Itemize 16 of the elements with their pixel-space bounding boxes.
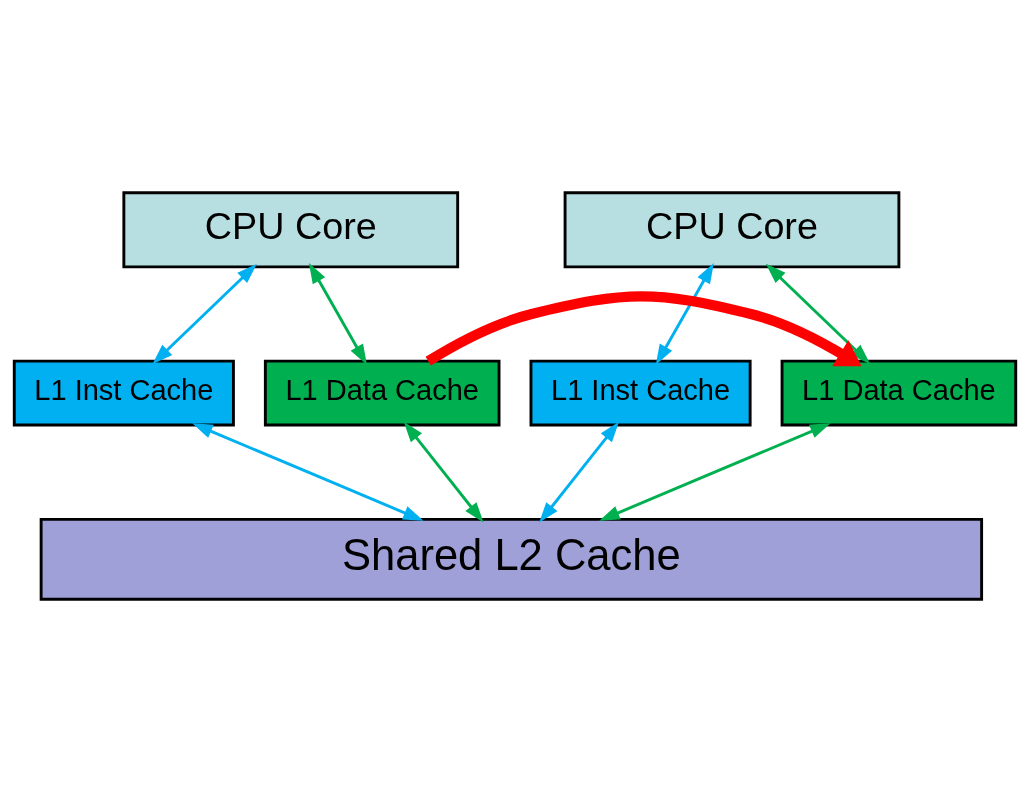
- arrow: [152, 263, 257, 365]
- arrow: [765, 263, 871, 365]
- node-box: CPU Core: [563, 191, 901, 269]
- node-box: L1 Data Cache: [263, 359, 501, 427]
- arrow: [192, 423, 424, 521]
- arrow: [308, 263, 367, 365]
- node-box: L1 Inst Cache: [12, 359, 235, 427]
- arrow: [403, 421, 484, 523]
- arrow: [425, 291, 862, 367]
- arrow: [655, 263, 714, 365]
- node-box: L1 Data Cache: [780, 359, 1018, 427]
- node-box: L1 Inst Cache: [529, 359, 752, 427]
- arrow: [599, 423, 831, 521]
- node-box: CPU Core: [122, 191, 460, 269]
- arrow: [539, 421, 619, 523]
- node-box: Shared L2 Cache: [39, 517, 984, 601]
